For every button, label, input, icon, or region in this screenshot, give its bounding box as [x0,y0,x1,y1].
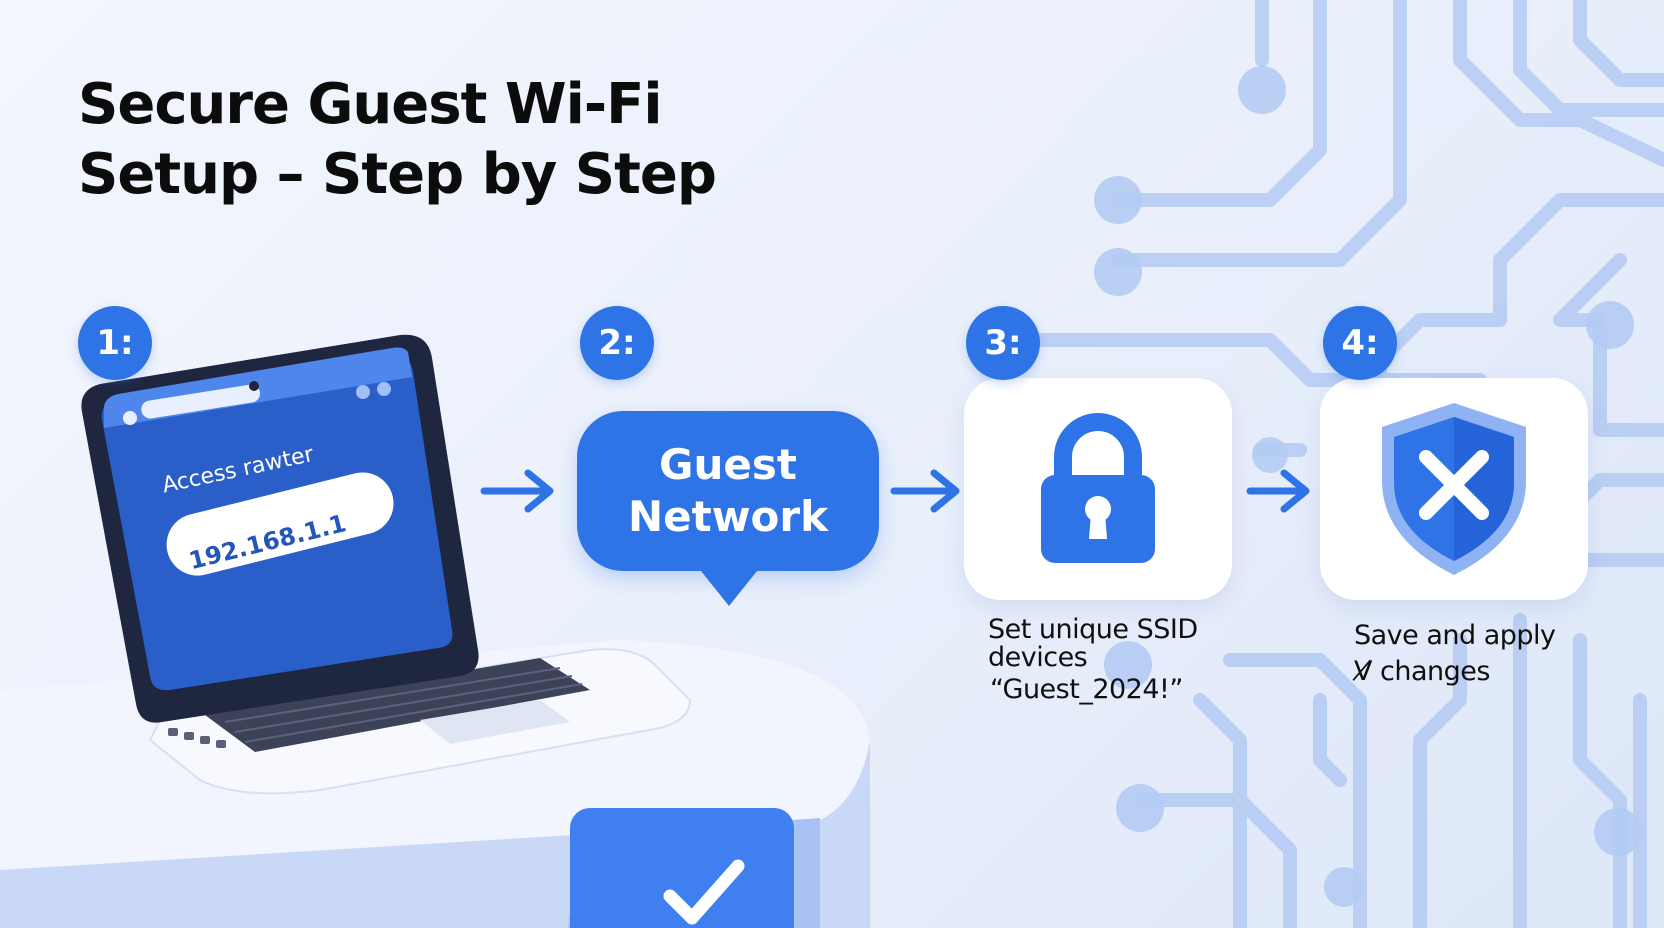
caption-4-line-1: Save and apply [1354,620,1556,651]
arrow-right-icon [480,469,554,513]
caption-3-line-2: devices [988,642,1088,673]
step-4-badge: 4: [1323,306,1397,380]
bubble-line-1: Guest [659,440,797,489]
caption-3-line-3: “Guest_2024!” [990,674,1183,705]
title-line-2: Setup – Step by Step [78,142,717,207]
caption-4-line-2: V̸ changes [1354,656,1490,687]
step-4-caption: Save and apply V̸ changes [1354,620,1556,688]
step-3-caption: Set unique SSID devices “Guest_2024!” [988,614,1198,706]
caption-3-line-1: Set unique SSID [988,614,1198,645]
guest-network-bubble: Guest Network [577,411,879,571]
checkmark-icon [663,859,745,925]
title-line-1: Secure Guest Wi-Fi [78,72,663,137]
shield-x-icon [1382,403,1526,575]
step-4-card [1320,378,1588,600]
bubble-line-2: Network [627,492,828,541]
page-title: Secure Guest Wi-Fi Setup – Step by Step [78,70,778,210]
step-3-card [964,378,1232,600]
step-2-badge: 2: [580,306,654,380]
step-1-badge: 1: [78,306,152,380]
laptop-desk-illustration [0,334,870,928]
drawer-panel [570,808,794,928]
padlock-icon [1041,413,1155,563]
arrow-right-icon [890,469,960,513]
step-3-badge: 3: [966,306,1040,380]
bubble-tail [697,566,761,606]
arrow-right-icon [1246,469,1310,513]
